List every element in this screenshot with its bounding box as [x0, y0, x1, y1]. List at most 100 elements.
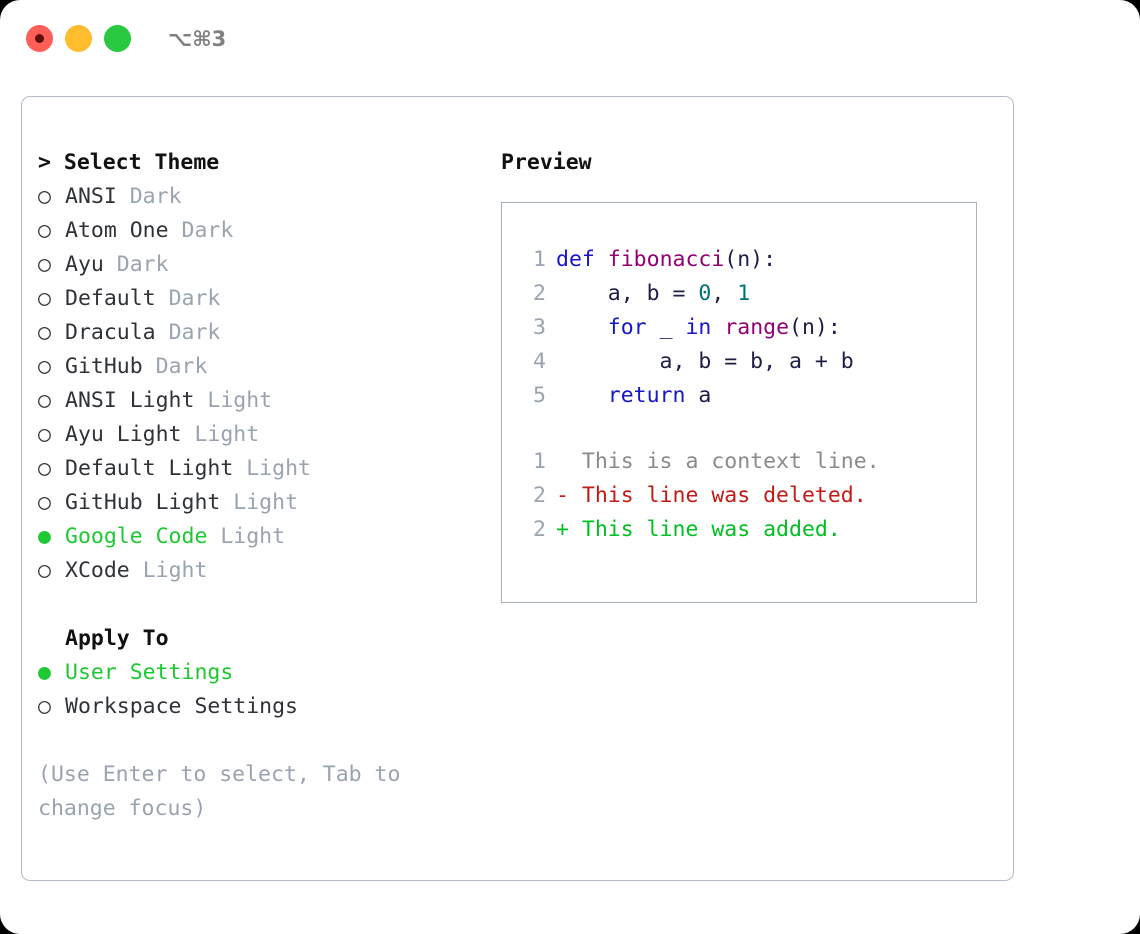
apply-to-option-label: User Settings	[65, 660, 234, 685]
theme-option-category: Dark	[155, 354, 208, 379]
theme-option-category: Dark	[129, 184, 182, 209]
diff-text: This is a context line.	[581, 449, 880, 474]
line-number: 2	[533, 483, 546, 508]
code-line: 4 a, b = b, a + b	[502, 345, 976, 379]
theme-option[interactable]: ○ ANSI Light Light	[38, 384, 478, 418]
theme-option-category: Light	[194, 422, 260, 447]
theme-picker-title: > Select Theme	[38, 150, 220, 175]
theme-option-category: Light	[207, 388, 273, 413]
radio-selected-icon[interactable]: ●	[38, 524, 51, 549]
radio-selected-icon[interactable]: ●	[38, 660, 51, 685]
label-gap	[104, 252, 117, 277]
line-number: 4	[533, 349, 546, 374]
keyboard-shortcut-label: ⌥⌘3	[168, 27, 227, 51]
diff-sample: 1 This is a context line.2- This line wa…	[502, 445, 976, 547]
line-number: 2	[533, 281, 546, 306]
minimize-button-icon[interactable]	[65, 25, 92, 52]
radio-unselected-icon[interactable]: ○	[38, 388, 51, 413]
diff-line: 2+ This line was added.	[502, 513, 976, 547]
theme-option-label: GitHub	[65, 354, 143, 379]
diff-line: 2- This line was deleted.	[502, 479, 976, 513]
code-token: (n):	[724, 247, 777, 272]
apply-to-option[interactable]: ● User Settings	[38, 656, 478, 690]
diff-line: 1 This is a context line.	[502, 445, 976, 479]
theme-option-category: Light	[142, 558, 208, 583]
diff-text: This line was deleted.	[581, 483, 867, 508]
label-gap	[194, 388, 207, 413]
diff-text: This line was added.	[581, 517, 841, 542]
theme-option-category: Dark	[168, 286, 221, 311]
radio-unselected-icon[interactable]: ○	[38, 456, 51, 481]
dialog-panel: > Select Theme ○ANSI Dark○Atom One Dark○…	[21, 96, 1014, 881]
maximize-button-icon[interactable]	[104, 25, 131, 52]
label-gap	[130, 558, 143, 583]
code-line: 2 a, b = 0, 1	[502, 277, 976, 311]
theme-option-label: ANSI Light	[65, 388, 195, 413]
theme-option[interactable]: ○ Dracula Dark	[38, 316, 478, 350]
label-gap	[220, 490, 233, 515]
code-token: a, b =	[556, 281, 699, 306]
theme-option-label: Default Light	[65, 456, 234, 481]
code-token: for	[607, 315, 647, 340]
theme-option-label: Google Code	[65, 524, 208, 549]
radio-unselected-icon[interactable]: ○	[38, 286, 51, 311]
radio-unselected-icon[interactable]: ○	[38, 422, 51, 447]
theme-option-label: Ayu Light	[65, 422, 182, 447]
code-token: in	[685, 315, 712, 340]
theme-option-category: Light	[233, 490, 299, 515]
theme-option-category: Light	[220, 524, 286, 549]
theme-option[interactable]: ● Google Code Light	[38, 520, 478, 554]
label-gap	[156, 320, 169, 345]
preview-title: Preview	[501, 150, 592, 175]
close-button-icon[interactable]	[26, 25, 53, 52]
radio-unselected-icon[interactable]: ○	[38, 184, 51, 209]
theme-option-label: Atom One	[65, 218, 169, 243]
theme-option-category: Dark	[116, 252, 169, 277]
line-number: 5	[533, 383, 546, 408]
radio-unselected-icon[interactable]: ○	[38, 354, 51, 379]
code-token: a, b = b, a + b	[556, 349, 854, 374]
line-number: 1	[533, 247, 546, 272]
theme-option[interactable]: ○ Ayu Light Light	[38, 418, 478, 452]
theme-option[interactable]: ○Atom One Dark	[38, 214, 478, 248]
preview-spacer	[502, 413, 976, 445]
code-token: _	[646, 315, 686, 340]
code-token: a	[685, 383, 712, 408]
theme-option[interactable]: ○ GitHub Light Light	[38, 486, 478, 520]
code-token: 0	[698, 281, 712, 306]
line-number: 3	[533, 315, 546, 340]
code-token: def	[556, 247, 595, 272]
apply-to-option[interactable]: ○Workspace Settings	[38, 690, 478, 724]
theme-list: ○ANSI Dark○Atom One Dark○Ayu Dark○Defaul…	[38, 180, 478, 588]
radio-unselected-icon[interactable]: ○	[38, 694, 51, 719]
traffic-light-group	[26, 25, 131, 52]
theme-option[interactable]: ○ Ayu Dark	[38, 248, 478, 282]
radio-unselected-icon[interactable]: ○	[38, 218, 51, 243]
label-gap	[143, 354, 156, 379]
diff-marker: +	[556, 517, 582, 542]
list-spacer	[38, 588, 478, 622]
radio-unselected-icon[interactable]: ○	[38, 320, 51, 345]
diff-marker	[556, 449, 582, 474]
theme-option-category: Dark	[168, 320, 221, 345]
theme-option-label: Dracula	[65, 320, 156, 345]
theme-option-label: Ayu	[65, 252, 104, 277]
radio-unselected-icon[interactable]: ○	[38, 558, 51, 583]
code-token	[556, 315, 608, 340]
theme-option-label: ANSI	[65, 184, 117, 209]
theme-option-label: GitHub Light	[65, 490, 221, 515]
theme-option[interactable]: ○XCode Light	[38, 554, 478, 588]
radio-unselected-icon[interactable]: ○	[38, 490, 51, 515]
theme-picker-column: > Select Theme ○ANSI Dark○Atom One Dark○…	[38, 146, 478, 826]
theme-option[interactable]: ○Default Dark	[38, 282, 478, 316]
theme-option[interactable]: ○ ANSI Dark	[38, 180, 478, 214]
code-line: 3 for _ in range(n):	[502, 311, 976, 345]
theme-option[interactable]: ○ GitHub Dark	[38, 350, 478, 384]
theme-option-category: Light	[246, 456, 311, 481]
label-gap	[233, 456, 246, 481]
radio-unselected-icon[interactable]: ○	[38, 252, 51, 277]
theme-option[interactable]: ○ Default Light Light	[38, 452, 478, 486]
